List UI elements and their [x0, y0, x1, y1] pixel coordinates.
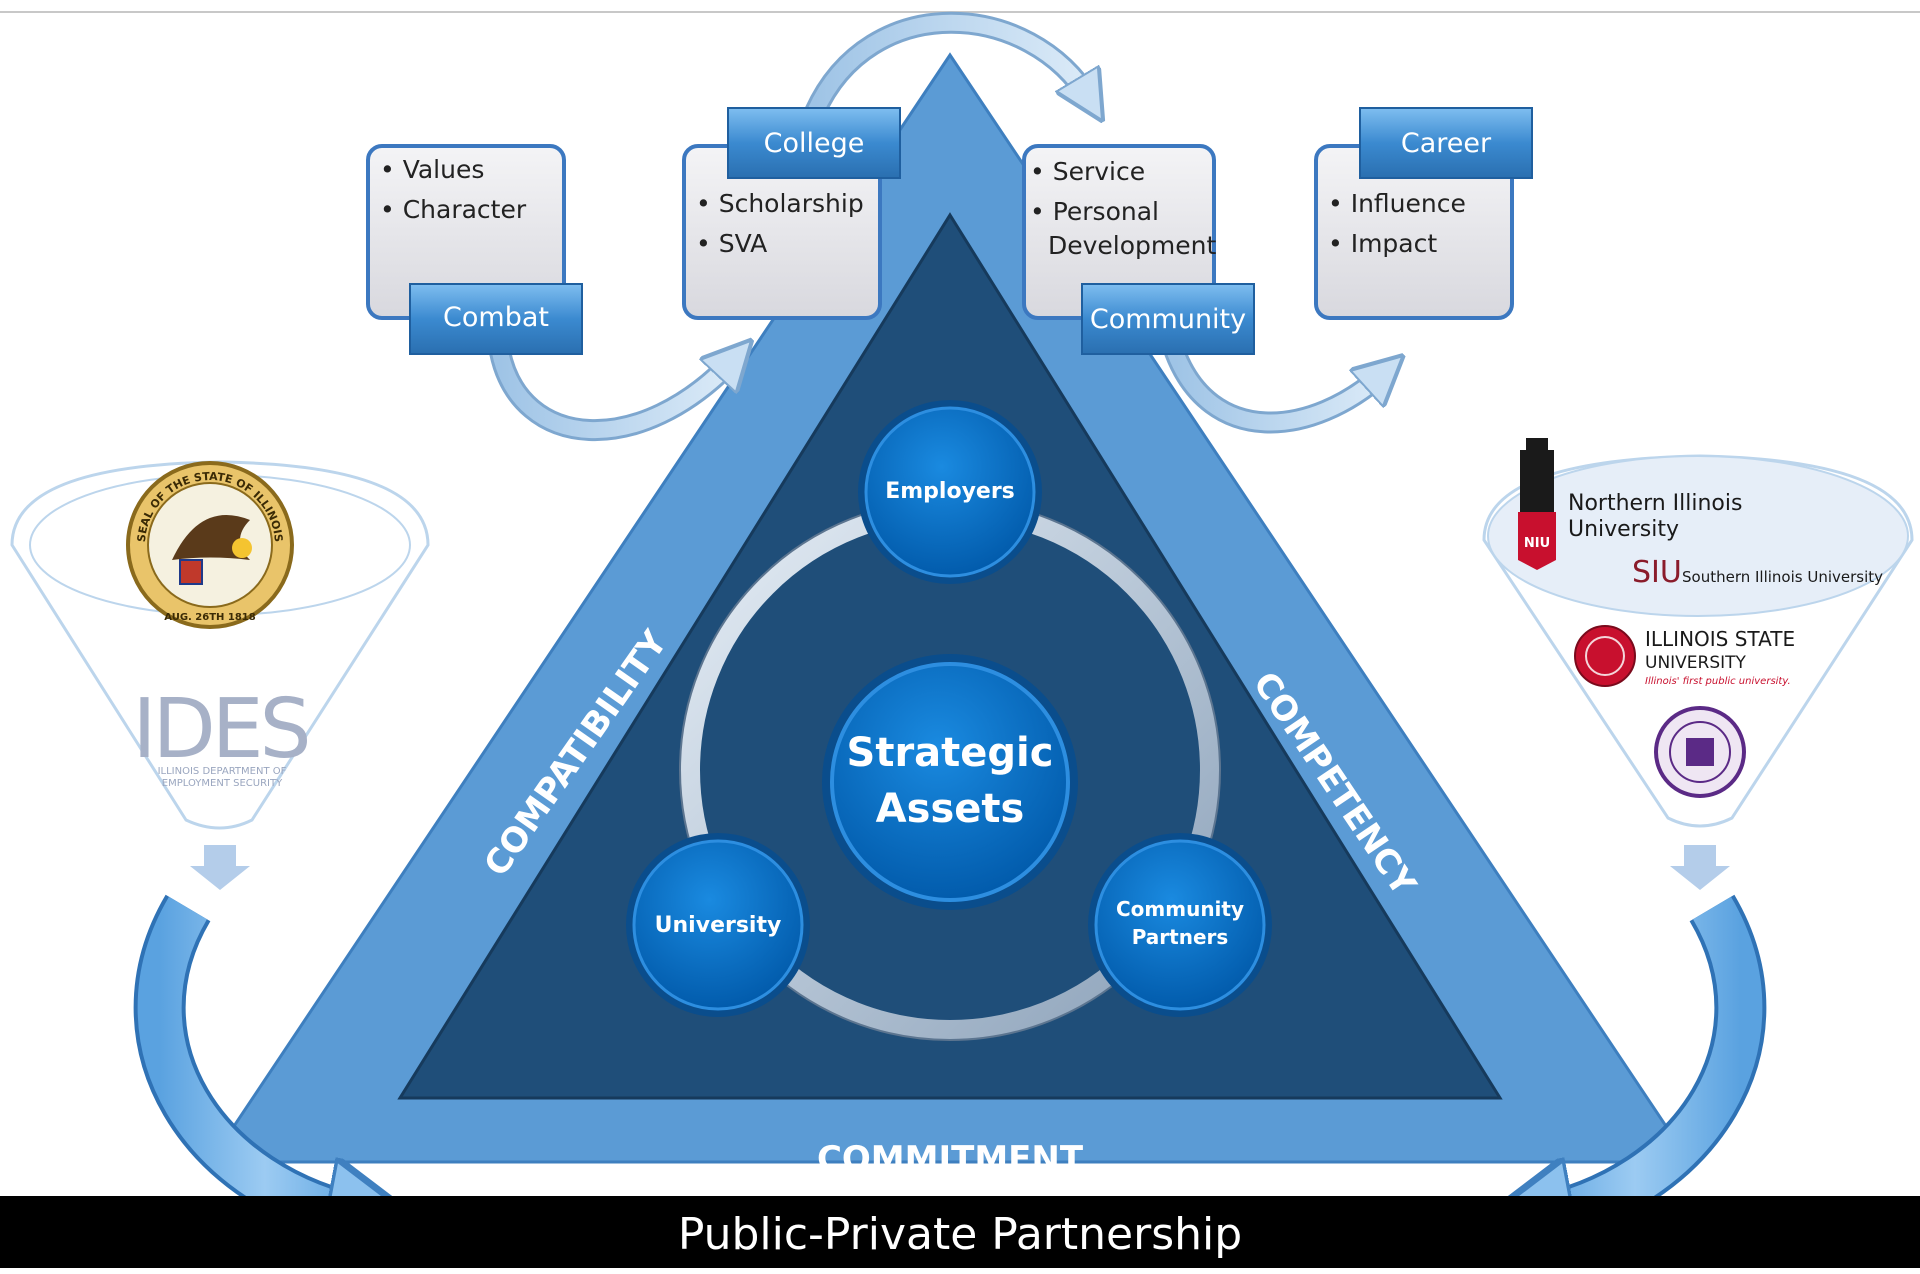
stage-community-bullet-2: • Personal: [1030, 197, 1159, 226]
stage-career: • Influence • Impact Career: [1314, 107, 1533, 320]
stage-community-tab: [1081, 283, 1255, 355]
employers-label: Employers: [885, 479, 1015, 504]
right-funnel-rim: [1487, 455, 1909, 617]
sun-icon: [232, 538, 252, 558]
employers-circle: [864, 406, 1036, 578]
stage-combat-bullet-1: • Values: [380, 155, 484, 184]
stage-college-bullet-2: • SVA: [696, 229, 767, 258]
center-label-line1: Strategic: [847, 730, 1054, 776]
isu-seal-icon: [1574, 625, 1636, 687]
isu-seal-inner-icon: [1585, 636, 1625, 676]
stage-college-title: College: [764, 128, 865, 159]
stage-college: • Scholarship • SVA College: [682, 107, 901, 320]
stage-community-bullet-2-cont: Development: [1048, 231, 1216, 260]
center-label-line2: Assets: [876, 786, 1025, 832]
left-funnel: SEAL OF THE STATE OF ILLINOIS AUG. 26TH …: [10, 460, 430, 890]
isu-name-line1: ILLINOIS STATE: [1645, 627, 1795, 651]
niu-name-line2: University: [1568, 517, 1679, 542]
arrow-college-to-community: [807, 14, 1090, 112]
stage-community: • Service • Personal Development Communi…: [1022, 144, 1255, 355]
university-label: University: [655, 913, 782, 938]
stage-career-title: Career: [1401, 128, 1492, 159]
arrow-community-to-career: [1167, 349, 1385, 431]
footer-title: Public-Private Partnership: [677, 1209, 1243, 1260]
stage-college-tab: [727, 107, 901, 179]
left-down-arrow-icon: [190, 845, 250, 890]
shield-icon: [179, 559, 203, 585]
university-circle: [632, 839, 804, 1011]
ides-logo: IDES: [132, 682, 307, 777]
stage-college-bullet-1: • Scholarship: [696, 189, 864, 218]
northwestern-seal-ring-icon: [1669, 721, 1731, 783]
niu-badge-icon: [1518, 512, 1556, 570]
niu-tower-top-icon: [1526, 438, 1548, 452]
ides-subtitle-2: EMPLOYMENT SECURITY: [162, 778, 283, 789]
niu-name-line1: Northern Illinois: [1568, 491, 1742, 516]
stage-career-bullet-1: • Influence: [1328, 189, 1466, 218]
footer-banner: Public-Private Partnership: [0, 1196, 1920, 1268]
stage-community-title: Community: [1090, 304, 1246, 335]
isu-tagline: Illinois' first public university.: [1645, 676, 1791, 687]
siu-mark: SIU: [1632, 555, 1682, 590]
stage-career-bullet-2: • Impact: [1328, 229, 1437, 258]
ides-subtitle-1: ILLINOIS DEPARTMENT OF: [158, 766, 287, 777]
niu-badge-text: NIU: [1524, 536, 1550, 551]
stage-combat-tab: [409, 283, 583, 355]
side-label-commitment: COMMITMENT: [817, 1139, 1084, 1179]
niu-tower-icon: [1520, 450, 1554, 512]
stage-community-bullet-1: • Service: [1030, 157, 1145, 186]
community-partners-circle: [1094, 839, 1266, 1011]
seal-date: AUG. 26TH 1818: [164, 612, 256, 623]
stage-career-tab: [1359, 107, 1533, 179]
northwestern-book-icon: [1686, 738, 1714, 766]
community-partners-label-line2: Partners: [1132, 925, 1229, 949]
center-circle: [830, 662, 1070, 902]
arrow-combat-to-college: [492, 352, 735, 439]
stage-combat-title: Combat: [443, 302, 549, 333]
right-down-arrow-icon: [1670, 845, 1730, 890]
eagle-icon: [172, 515, 250, 560]
stage-combat-bullet-2: • Character: [380, 195, 527, 224]
community-partners-label-line1: Community: [1116, 897, 1244, 921]
right-funnel: NIU Northern Illinois University SIU Sou…: [1482, 438, 1914, 890]
siu-name: Southern Illinois University: [1682, 568, 1883, 586]
isu-name-line2: UNIVERSITY: [1645, 653, 1747, 673]
stage-combat: • Values • Character Combat: [366, 144, 583, 355]
